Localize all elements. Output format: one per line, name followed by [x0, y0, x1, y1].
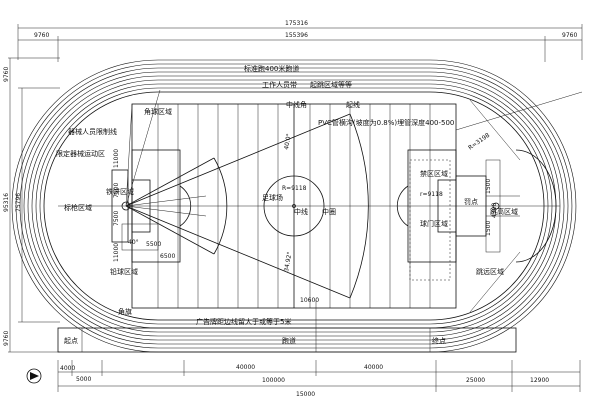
dim-bottom-segment-3: 40000	[364, 364, 383, 371]
label-long-jump-area: 跳高区域	[490, 207, 518, 216]
top-dimension-lines	[17, 24, 583, 62]
left-dimension-lines	[8, 57, 60, 353]
dim-field-axis: 10600	[300, 297, 319, 304]
dim-small-radius: r=9118	[420, 191, 443, 198]
label-rope-area: 器械人员限制线	[68, 127, 117, 136]
dim-field-upper: 11000	[113, 149, 120, 168]
label-goal-area: 球门区域	[420, 219, 448, 228]
label-shot-area: 铅球区域	[110, 267, 138, 276]
dim-left-top-margin: 9760	[3, 67, 10, 82]
dim-field-bottom: 11000	[113, 243, 120, 262]
dim-left-total: 95316	[3, 193, 10, 212]
dim-top-total: 175316	[285, 20, 308, 27]
dim-long-jump-radius: R=3198	[467, 132, 491, 152]
dim-left-inner: 75796	[15, 193, 22, 212]
label-triple-jump: 跳远区域	[476, 267, 504, 276]
label-finish: 终点	[432, 336, 446, 345]
dim-left-bottom-margin: 9760	[3, 331, 10, 346]
throwing-sectors	[121, 89, 369, 299]
label-angle: 40°	[128, 239, 139, 246]
dim-top-right-margin: 9760	[562, 32, 577, 39]
label-advert-note: 广告牌距边线留大于或等于5米	[196, 317, 291, 326]
label-throw-area: 角球区域	[144, 107, 172, 116]
label-throw-sector: 铁饼区域	[106, 187, 134, 196]
dim-top-inner: 155396	[285, 32, 308, 39]
dim-bottom-grand-total: 15000	[296, 391, 315, 398]
dim-bottom-segment-1: 5000	[76, 376, 91, 383]
label-drain-note: PVC管横沟(坡度为0.8%)埋管深度400-500	[318, 118, 454, 127]
dim-top-left-margin: 9760	[34, 32, 49, 39]
dim-right-lower: 1500	[485, 221, 492, 236]
label-start-area: 起跳区域等等	[310, 80, 352, 89]
label-sector-1: 40.0°	[283, 133, 293, 150]
label-penalty-point: 罚点	[464, 198, 478, 206]
label-finish-line: 起线	[346, 100, 360, 109]
bottom-dimension-lines	[57, 360, 581, 392]
dim-bottom-segment-5: 12900	[530, 377, 549, 384]
label-straight: 跑道	[282, 336, 296, 345]
label-timing-line: 工作人员带	[262, 80, 297, 89]
bottom-straight	[57, 300, 517, 353]
dim-right-upper: 1500	[485, 179, 492, 194]
dim-radius-mark: R=9118	[282, 185, 307, 192]
dim-shot-circle: 6500	[160, 253, 175, 260]
label-penalty-area: 禁区区域	[420, 169, 448, 178]
dim-field-lower: 7500	[113, 211, 120, 226]
dim-bottom-segment-4: 25000	[466, 377, 485, 384]
right-events	[455, 91, 583, 313]
label-sector-2: 34.92°	[283, 251, 293, 272]
label-corner-line: 中线角	[286, 100, 307, 109]
shot-put-area	[121, 223, 159, 251]
label-football-field: 足球场	[262, 193, 283, 202]
label-javelin-area: 标枪区域	[64, 203, 92, 212]
label-start: 起点	[64, 337, 78, 345]
label-track-400: 标准跑400米跑道	[244, 64, 299, 73]
label-centre-circle: 中圈	[322, 207, 336, 216]
label-corner-marker: 角旗	[118, 307, 132, 316]
dim-bottom-total: 100000	[262, 377, 285, 384]
javelin-runway	[111, 169, 129, 243]
dim-bottom-segment-2: 40000	[236, 364, 255, 371]
dim-shot-sector: 5500	[146, 241, 161, 248]
dim-field-centre: 7500	[113, 183, 120, 198]
dim-bottom-left-small: 4000	[60, 365, 75, 372]
label-centre-line: 中线	[294, 207, 308, 216]
north-arrow-icon	[26, 368, 42, 384]
dim-right-middle: 4300	[491, 203, 498, 218]
label-equipment-area: 限定器械运动区	[56, 149, 105, 158]
